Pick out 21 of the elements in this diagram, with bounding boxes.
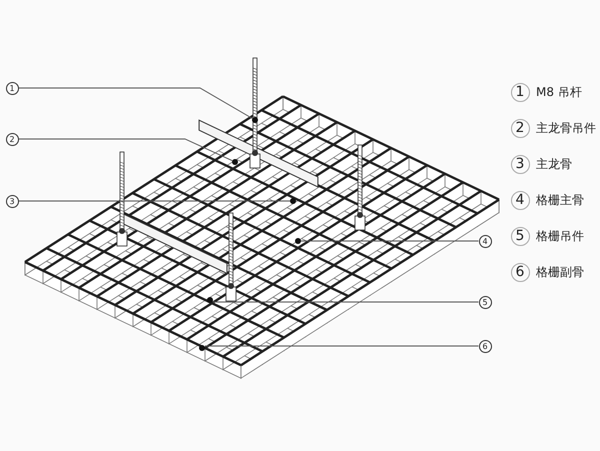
key-number: 3 xyxy=(510,154,530,174)
key-number: 2 xyxy=(510,118,530,138)
callout-number: 4 xyxy=(478,234,492,248)
key-text: M8 吊杆 xyxy=(536,84,582,101)
key-number: 4 xyxy=(510,190,530,210)
key-number: 5 xyxy=(510,226,530,246)
key-number: 6 xyxy=(510,262,530,282)
leader-line xyxy=(18,88,253,119)
leader-line xyxy=(18,200,290,202)
leader-line xyxy=(18,138,233,162)
callout-number: 6 xyxy=(478,340,492,352)
callout-number: 5 xyxy=(478,296,492,308)
key-text: 格栅吊件 xyxy=(536,228,584,245)
callout-number: 3 xyxy=(6,194,18,208)
key-text: 主龙骨吊件 xyxy=(536,120,596,137)
callout-number: 1 xyxy=(6,82,18,94)
key-text: 格栅主骨 xyxy=(536,192,584,209)
key-text: 格栅副骨 xyxy=(536,264,584,281)
key-number: 1 xyxy=(510,82,530,102)
callout-number: 2 xyxy=(6,132,18,146)
leader-line xyxy=(300,240,479,242)
